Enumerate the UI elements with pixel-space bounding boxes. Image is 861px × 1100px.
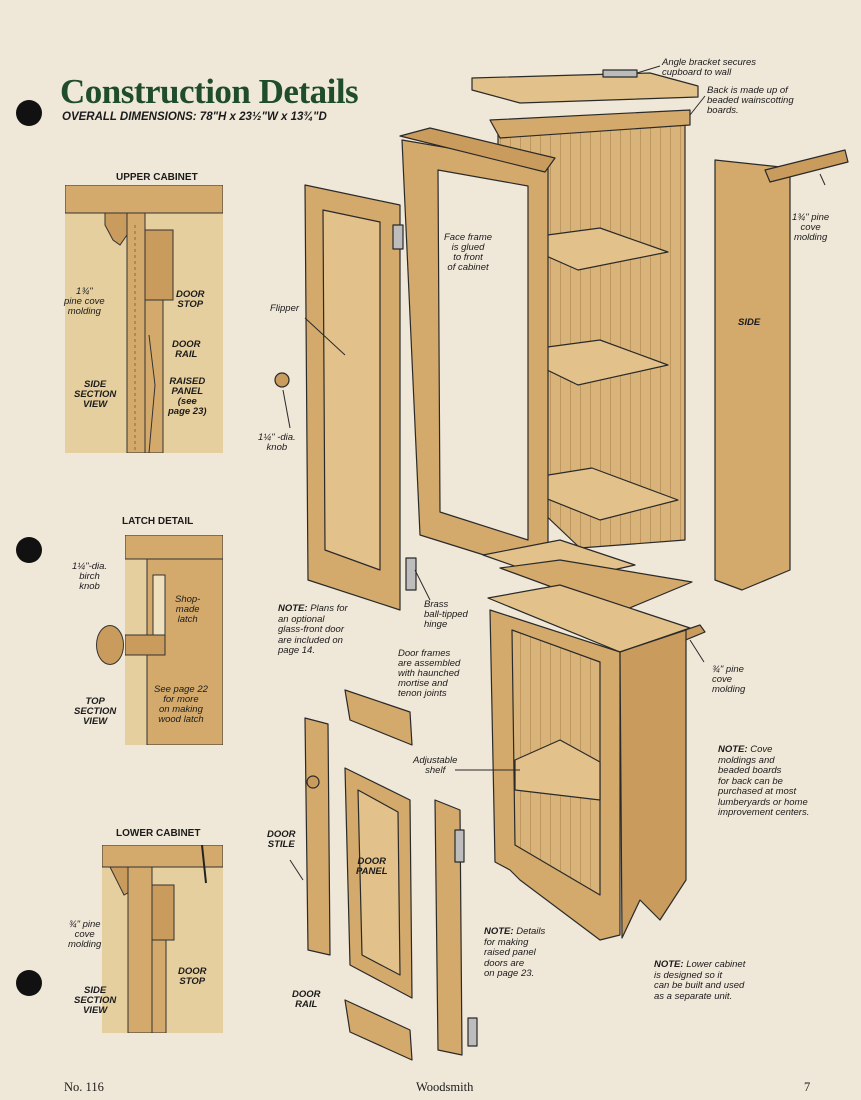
- binder-hole-middle: [16, 537, 42, 563]
- page-title: Construction Details: [60, 72, 359, 111]
- flipper-label: Flipper: [270, 303, 300, 314]
- door-rail-top: [344, 689, 413, 746]
- lower-door-hinge-a: [405, 557, 417, 591]
- lower-cabinet-section-view: [102, 845, 223, 1033]
- lower-door-hinge-c: [467, 1017, 478, 1047]
- latch-section-view: [125, 535, 223, 745]
- latch-see-page-label: See page 22 for more on making wood latc…: [154, 684, 208, 725]
- back-boards-label: Back is made up of beaded wainscotting b…: [707, 85, 794, 116]
- overall-dimensions: OVERALL DIMENSIONS: 78"H x 23½"W x 13¾"D: [62, 111, 327, 123]
- door-knob-icon: [274, 372, 290, 388]
- lower-molding-label: ¾" pine cove molding: [68, 919, 102, 950]
- door-stile-right: [434, 799, 463, 1056]
- footer-issue: No. 116: [64, 1080, 104, 1094]
- note-glass-door: NOTE: Plans for an optional glass-front …: [278, 603, 348, 656]
- door-stile-left: [304, 717, 331, 956]
- adjustable-shelf-label: Adjustable shelf: [413, 755, 458, 776]
- upper-door-rail-label: DOOR RAIL: [172, 339, 201, 360]
- door-rail-label: DOOR RAIL: [292, 989, 321, 1010]
- lower-door-stop-label: DOOR STOP: [178, 966, 207, 987]
- binder-hole-top: [16, 100, 42, 126]
- raised-panel-label: RAISED PANEL (see page 23): [168, 376, 207, 417]
- upper-door-hinge: [392, 224, 404, 250]
- pine-cove-lower-label: ¾" pine cove molding: [712, 664, 746, 695]
- latch-detail-title: LATCH DETAIL: [122, 516, 194, 527]
- lower-door-knob-icon: [306, 775, 320, 789]
- upper-shelf-1: [509, 227, 669, 271]
- face-frame-opening: [437, 169, 529, 541]
- upper-view-label: SIDE SECTION VIEW: [74, 379, 117, 410]
- door-frames-label: Door frames are assembled with haunched …: [398, 648, 461, 699]
- upper-cabinet-title: UPPER CABINET: [116, 172, 198, 183]
- upper-door-panel: [322, 209, 381, 571]
- latch-label: Shop- made latch: [175, 594, 201, 625]
- note-cove-moldings: NOTE: Cove moldings and beaded boards fo…: [718, 744, 810, 818]
- angle-bracket-label: Angle bracket secures cupboard to wall: [662, 57, 756, 78]
- lower-cabinet-side: [619, 629, 687, 939]
- hinge-label: Brass ball-tipped hinge: [424, 599, 468, 630]
- binder-hole-bottom: [16, 970, 42, 996]
- lower-door-hinge-b: [454, 829, 465, 863]
- latch-knob-icon: [96, 625, 124, 665]
- footer-page-number: 7: [804, 1080, 811, 1094]
- face-frame-label: Face frame is glued to front of cabinet: [444, 232, 493, 273]
- angle-bracket: [602, 69, 638, 78]
- upper-section-drawing: [65, 185, 223, 453]
- upper-cabinet-section-view: [65, 185, 223, 453]
- cabinet-top-board: [471, 72, 699, 104]
- cabinet-side-panel: [714, 159, 791, 591]
- face-frame-cap: [399, 127, 556, 173]
- lower-section-drawing: [102, 845, 223, 1033]
- upper-molding-label: 1¾" pine cove molding: [64, 286, 105, 317]
- upper-shelf-2: [509, 339, 669, 386]
- upper-door-stop-label: DOOR STOP: [176, 289, 205, 310]
- note-lower-cabinet: NOTE: Lower cabinet is designed so it ca…: [654, 959, 746, 1002]
- door-panel-label: DOOR PANEL: [356, 856, 388, 877]
- note-raised-panel: NOTE: Details for making raised panel do…: [484, 926, 546, 979]
- upper-top-front: [489, 109, 691, 139]
- lower-view-label: SIDE SECTION VIEW: [74, 985, 117, 1016]
- door-stile-label: DOOR STILE: [267, 829, 296, 850]
- latch-section-drawing: [125, 535, 223, 745]
- footer-magazine: Woodsmith: [416, 1080, 474, 1094]
- latch-knob-label: 1¼"-dia. birch knob: [72, 561, 108, 592]
- latch-view-label: TOP SECTION VIEW: [74, 696, 117, 727]
- pine-cove-upper-label: 1¾" pine cove molding: [792, 212, 830, 243]
- lower-cabinet-title: LOWER CABINET: [116, 828, 201, 839]
- door-rail-bottom: [344, 999, 413, 1061]
- side-label: SIDE: [738, 317, 761, 328]
- leader-lines: [282, 65, 826, 881]
- side-cove-molding: [764, 149, 849, 183]
- knob-label: 1¼" -dia. knob: [258, 432, 296, 453]
- door-panel-inner: [357, 789, 401, 976]
- lower-adjustable-shelf: [514, 739, 601, 801]
